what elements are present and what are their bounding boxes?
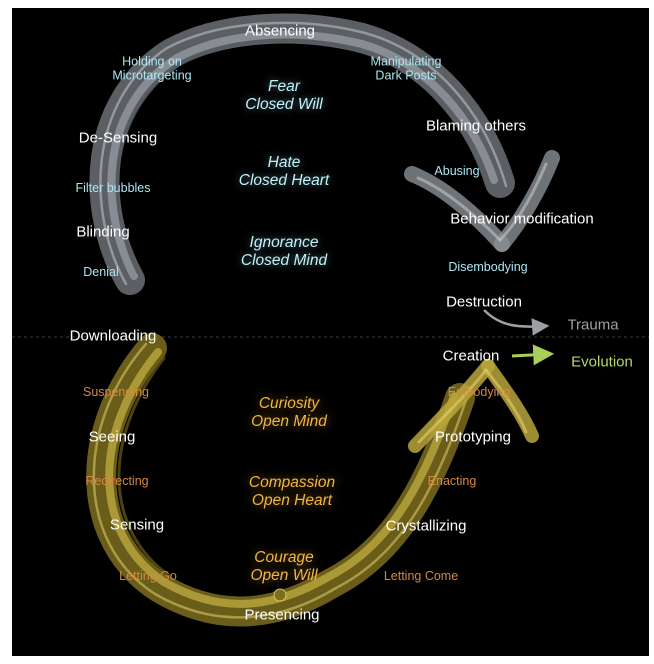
- hate-closed-heart: Hate Closed Heart: [239, 154, 329, 190]
- label-crystallizing: Crystallizing: [385, 517, 467, 535]
- diagram-canvas: { "top_path": { "absencing": "Absencing"…: [12, 8, 649, 656]
- label-microtargeting: Microtargeting: [112, 69, 192, 83]
- evolution-arrow: [511, 344, 555, 366]
- label-creation: Creation: [442, 347, 500, 365]
- ignorance-closed-mind: Ignorance Closed Mind: [241, 234, 327, 270]
- label-holding-on: Holding on: [122, 54, 182, 69]
- label-abusing: Abusing: [434, 163, 480, 178]
- label-de-sensing: De-Sensing: [78, 129, 158, 147]
- label-courage: Courage: [254, 549, 314, 567]
- label-closed-heart: Closed Heart: [238, 172, 330, 189]
- brush-strokes: [12, 13, 649, 627]
- label-closed-mind: Closed Mind: [240, 252, 328, 269]
- label-open-mind: Open Mind: [251, 413, 327, 430]
- upper-grey-arc: [89, 13, 515, 295]
- label-manipulating-group: Manipulating Dark Posts: [371, 55, 442, 84]
- upper-grey-arrowhead: [404, 150, 560, 252]
- label-closed-will: Closed Will: [245, 96, 323, 113]
- label-prototyping: Prototyping: [435, 428, 511, 446]
- label-embodying: Embodying: [447, 384, 511, 399]
- label-disembodying: Disembodying: [448, 259, 528, 274]
- label-letting-come: Letting Come: [383, 568, 459, 583]
- label-ignorance: Ignorance: [249, 234, 319, 252]
- label-filter-bubbles: Filter bubbles: [75, 180, 151, 195]
- label-letting-go: Letting Go: [119, 568, 177, 583]
- label-behavior-modification: Behavior modification: [450, 210, 594, 228]
- label-redirecting: Redirecting: [85, 473, 149, 488]
- label-destruction: Destruction: [446, 293, 522, 311]
- seed-dot: [273, 588, 287, 602]
- label-seeing: Seeing: [88, 428, 136, 446]
- label-compassion: Compassion: [248, 474, 336, 492]
- label-downloading: Downloading: [69, 327, 157, 345]
- label-sensing: Sensing: [109, 516, 165, 534]
- label-fear: Fear: [268, 78, 300, 96]
- label-absencing: Absencing: [244, 22, 316, 40]
- compassion-open-heart: Compassion Open Heart: [249, 474, 335, 510]
- label-suspending: Suspending: [82, 384, 150, 399]
- label-open-heart: Open Heart: [251, 492, 333, 509]
- label-holding-on-group: Holding on Microtargeting: [112, 55, 191, 84]
- curiosity-open-mind: Curiosity Open Mind: [251, 395, 327, 431]
- label-open-will: Open Will: [250, 567, 318, 584]
- label-dark-posts: Dark Posts: [375, 69, 437, 83]
- label-curiosity: Curiosity: [258, 395, 320, 413]
- lower-gold-arrowhead: [408, 359, 539, 453]
- label-hate: Hate: [267, 154, 301, 172]
- label-denial: Denial: [83, 264, 119, 279]
- lower-gold-arc: [86, 333, 475, 627]
- label-presencing: Presencing: [244, 606, 320, 624]
- fear-closed-will: Fear Closed Will: [245, 78, 322, 114]
- trauma-arrow: [483, 309, 550, 336]
- label-evolution: Evolution: [571, 353, 633, 371]
- label-trauma: Trauma: [567, 316, 619, 334]
- label-enacting: Enacting: [427, 473, 477, 488]
- label-manipulating: Manipulating: [370, 54, 442, 69]
- label-blinding: Blinding: [76, 223, 130, 241]
- label-blaming-others: Blaming others: [425, 117, 527, 135]
- courage-open-will: Courage Open Will: [250, 549, 317, 585]
